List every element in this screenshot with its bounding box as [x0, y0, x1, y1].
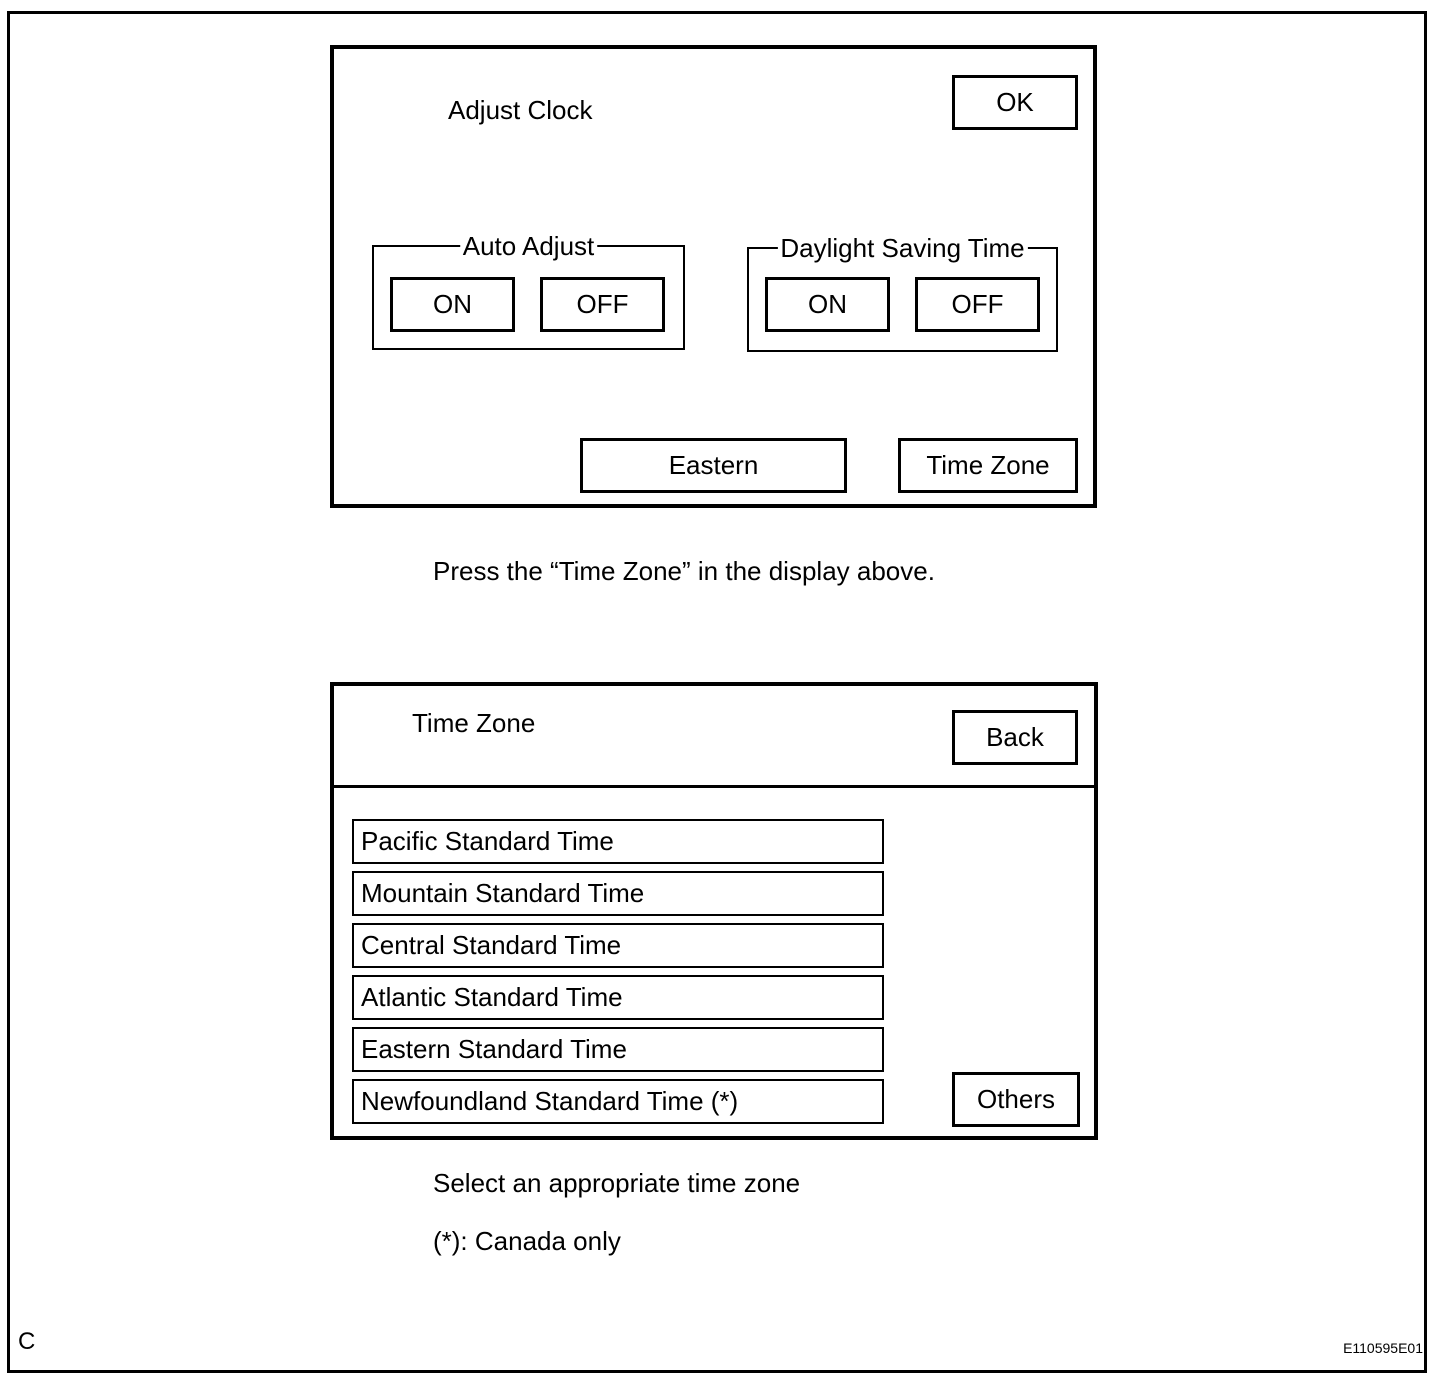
caption-press-time-zone: Press the “Time Zone” in the display abo…	[433, 556, 935, 586]
time-zone-option-central[interactable]: Central Standard Time	[352, 923, 884, 968]
auto-adjust-group: Auto Adjust ON OFF	[372, 231, 685, 350]
auto-adjust-on-button[interactable]: ON	[390, 277, 515, 332]
daylight-saving-off-button[interactable]: OFF	[915, 277, 1040, 332]
time-zone-title: Time Zone	[412, 708, 536, 738]
figure-corner-label: C	[18, 1328, 36, 1355]
caption-select-zone: Select an appropriate time zone	[433, 1168, 801, 1198]
time-zone-option-atlantic[interactable]: Atlantic Standard Time	[352, 975, 884, 1020]
time-zone-screen: Time Zone Back Pacific Standard Time Mou…	[330, 682, 1098, 1140]
eastern-display: Eastern	[580, 438, 847, 493]
daylight-saving-legend: Daylight Saving Time	[777, 233, 1028, 263]
auto-adjust-legend: Auto Adjust	[459, 231, 598, 261]
daylight-saving-group: Daylight Saving Time ON OFF	[747, 233, 1058, 352]
time-zone-option-pacific[interactable]: Pacific Standard Time	[352, 819, 884, 864]
time-zone-option-newfoundland[interactable]: Newfoundland Standard Time (*)	[352, 1079, 884, 1124]
header-separator	[330, 785, 1098, 788]
figure-border	[7, 11, 1427, 1373]
time-zone-option-eastern[interactable]: Eastern Standard Time	[352, 1027, 884, 1072]
time-zone-option-mountain[interactable]: Mountain Standard Time	[352, 871, 884, 916]
back-button[interactable]: Back	[952, 710, 1078, 765]
time-zone-button[interactable]: Time Zone	[898, 438, 1078, 493]
caption-canada-only: (*): Canada only	[433, 1226, 621, 1256]
others-button[interactable]: Others	[952, 1072, 1080, 1127]
daylight-saving-on-button[interactable]: ON	[765, 277, 890, 332]
adjust-clock-screen: Adjust Clock OK Auto Adjust ON OFF Dayli…	[330, 45, 1097, 508]
ok-button[interactable]: OK	[952, 75, 1078, 130]
adjust-clock-title: Adjust Clock	[448, 95, 593, 125]
figure-id-label: E110595E01	[1343, 1340, 1423, 1356]
auto-adjust-off-button[interactable]: OFF	[540, 277, 665, 332]
